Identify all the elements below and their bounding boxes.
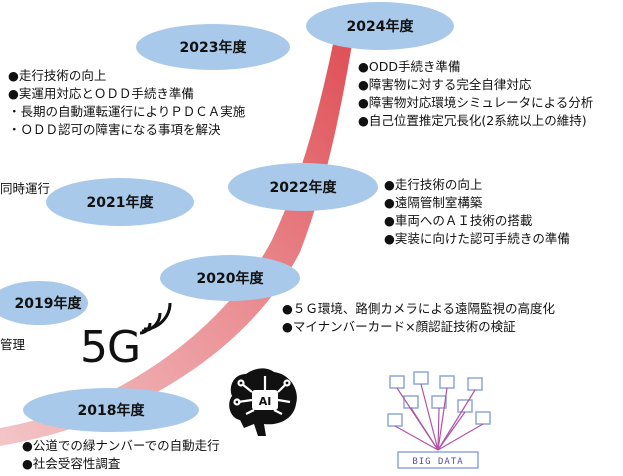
big-data-icon: BIG DATA: [387, 371, 491, 469]
year-oval-2024: 2024年度: [306, 2, 454, 50]
fiveg-icon: 5G: [80, 322, 141, 373]
year-label: 2021年度: [86, 195, 154, 211]
ai-brain-icon: AI: [229, 368, 297, 436]
list-item: ●走行技術の向上: [384, 177, 483, 192]
year-label: 2019年度: [14, 296, 82, 312]
list-item: ●走行技術の向上: [8, 68, 107, 83]
items-2022: ●走行技術の向上 ●遠隔管制室構築 ●車両へのＡＩ技術の搭載 ●実装に向けた認可…: [384, 176, 570, 248]
list-item: ●障害物に対する完全自律対応: [358, 77, 532, 92]
items-2020: ●５Ｇ環境、路側カメラによる遠隔監視の高度化 ●マイナンバーカード×顔認証技術の…: [282, 300, 555, 336]
list-item: ●自己位置推定冗長化(2系統以上の維持): [358, 113, 587, 128]
items-2023: ●走行技術の向上 ●実運用対応とＯＤＤ手続き準備 ・長期の自動運転運行によりＰＤ…: [8, 67, 245, 139]
year-oval-2021: 2021年度: [46, 178, 194, 226]
year-label: 2022年度: [269, 180, 337, 196]
year-oval-2018: 2018年度: [23, 388, 199, 432]
year-oval-2022: 2022年度: [228, 163, 378, 211]
year-oval-2019: 2019年度: [0, 281, 88, 325]
list-item: ●実運用対応とＯＤＤ手続き準備: [8, 86, 194, 101]
list-item: ●社会受容性調査: [22, 456, 121, 471]
year-oval-2020: 2020年度: [160, 255, 300, 301]
items-2018: ●公道での緑ナンバーでの自動走行 ●社会受容性調査: [22, 437, 220, 473]
list-item: ●障害物対応環境シミュレータによる分析: [358, 95, 594, 110]
year-label: 2018年度: [77, 403, 145, 419]
ai-label: AI: [259, 395, 272, 408]
list-item: ●車両へのＡＩ技術の搭載: [384, 213, 533, 228]
list-item: ●ODD手続き準備: [358, 59, 461, 74]
list-item: ●５Ｇ環境、路側カメラによる遠隔監視の高度化: [282, 301, 556, 316]
signal-waves-icon: [139, 303, 172, 335]
list-item: ・ＯＤＤ認可の障害になる事項を解決: [8, 122, 221, 137]
year-oval-2023: 2023年度: [136, 24, 290, 70]
items-2019-fragment: 管理: [0, 337, 26, 352]
list-item: ●公道での緑ナンバーでの自動走行: [22, 438, 220, 453]
year-label: 2024年度: [346, 19, 414, 35]
year-label: 2020年度: [196, 271, 264, 287]
list-item: ●遠隔管制室構築: [384, 195, 483, 210]
items-2021-fragment: 同時運行: [0, 181, 51, 196]
list-item: ●実装に向けた認可手続きの準備: [384, 231, 570, 246]
year-label: 2023年度: [179, 40, 247, 56]
list-item: ●マイナンバーカード×顔認証技術の検証: [282, 319, 516, 334]
list-item: ・長期の自動運転運行によりＰＤＣＡ実施: [8, 104, 246, 119]
items-2024: ●ODD手続き準備 ●障害物に対する完全自律対応 ●障害物対応環境シミュレータに…: [358, 58, 593, 130]
big-data-label: BIG DATA: [412, 457, 463, 467]
fiveg-label: 5G: [80, 322, 141, 373]
